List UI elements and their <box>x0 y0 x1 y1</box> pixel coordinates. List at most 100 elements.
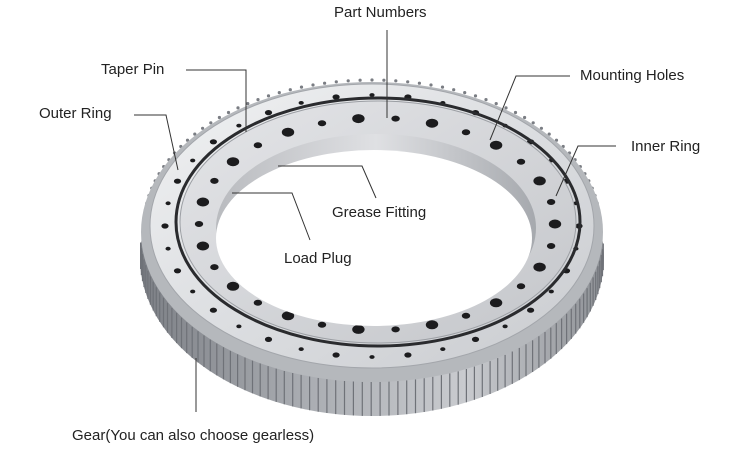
outer-mounting-hole <box>209 139 217 145</box>
label-taper-pin: Taper Pin <box>101 61 165 78</box>
gear-tooth-tip <box>382 78 386 82</box>
outer-mounting-hole <box>236 324 242 329</box>
outer-mounting-hole <box>264 110 273 116</box>
outer-mounting-hole <box>369 355 375 359</box>
inner-mounting-hole <box>489 298 503 308</box>
outer-mounting-hole <box>264 336 273 342</box>
outer-mounting-hole <box>404 352 412 358</box>
inner-mounting-hole <box>516 158 526 165</box>
outer-mounting-hole <box>440 347 446 351</box>
inner-mounting-hole <box>391 115 400 122</box>
gear-tooth-tip <box>547 132 551 136</box>
gear-tooth-tip <box>473 94 478 98</box>
gear-tooth-tip <box>358 78 362 82</box>
gear-tooth-tip <box>531 121 535 125</box>
inner-mounting-hole <box>461 129 471 136</box>
inner-mounting-hole <box>226 157 240 167</box>
gear-tooth-tip <box>209 121 213 125</box>
inner-mounting-hole <box>461 312 471 319</box>
outer-mounting-hole <box>161 223 169 229</box>
leader-outer-ring <box>134 114 179 171</box>
gear-tooth-tip <box>217 115 221 120</box>
gear-tooth-tip <box>266 94 271 98</box>
inner-mounting-hole <box>281 127 295 137</box>
gear-tooth-tip <box>452 88 456 92</box>
inner-mounting-hole <box>516 283 526 290</box>
gear-tooth-tip <box>539 126 544 130</box>
inner-mounting-hole <box>533 176 546 186</box>
inner-mounting-hole <box>210 177 219 184</box>
inner-mounting-hole <box>196 241 210 251</box>
gear-tooth-tip <box>288 88 292 92</box>
outer-mounting-hole <box>165 201 171 206</box>
label-outer-ring: Outer Ring <box>39 105 112 122</box>
label-inner-ring: Inner Ring <box>631 138 701 155</box>
inner-mounting-hole <box>196 197 210 207</box>
inner-mounting-hole <box>546 199 556 205</box>
gear-tooth-tip <box>346 79 350 83</box>
outer-mounting-hole <box>190 158 196 163</box>
leader-grease-fitting <box>278 165 377 199</box>
gear-tooth-tip <box>429 83 433 87</box>
gear-tooth-tip <box>523 115 527 120</box>
seal-groove <box>174 96 582 348</box>
gear-tooth-tip <box>554 138 559 142</box>
gear-tooth-tip <box>256 98 260 102</box>
inner-mounting-hole <box>391 326 400 333</box>
leader-lines <box>134 30 616 412</box>
gear-tooth-tip <box>323 81 327 85</box>
inner-mounting-hole <box>253 142 263 149</box>
gear-tooth-tip <box>484 98 488 102</box>
outer-ring-holes <box>161 93 583 359</box>
gear-tooth-tip <box>463 91 467 95</box>
leader-taper-pin <box>186 69 247 132</box>
inner-mounting-hole <box>317 321 327 328</box>
label-load-plug: Load Plug <box>284 250 352 267</box>
outer-mounting-hole <box>332 94 340 100</box>
label-part-numbers: Part Numbers <box>334 4 427 21</box>
inner-mounting-hole <box>194 221 204 227</box>
inner-mounting-hole <box>352 324 365 334</box>
outer-mounting-hole <box>502 324 508 329</box>
outer-mounting-hole <box>209 307 217 313</box>
gear-tooth-tip <box>277 91 281 95</box>
gear-tooth-tip <box>311 83 315 87</box>
outer-mounting-hole <box>369 93 375 97</box>
inner-mounting-hole <box>226 281 240 291</box>
outer-mounting-hole <box>332 352 340 358</box>
inner-ring-holes <box>194 114 562 334</box>
outer-mounting-hole <box>190 289 196 294</box>
gear-tooth-tip <box>494 102 498 106</box>
outer-mounting-hole <box>165 246 171 251</box>
gear-tooth-tip <box>504 106 508 110</box>
gear-tooth-tip <box>299 85 304 89</box>
inner-mounting-hole <box>253 299 263 306</box>
gear-tooth-tip <box>334 80 338 84</box>
leader-mounting-holes <box>489 75 570 141</box>
gear-tooth-tip <box>201 126 205 130</box>
inner-mounting-hole <box>533 262 546 272</box>
gear-tooth-tip <box>193 132 197 136</box>
inner-mounting-hole <box>548 219 562 229</box>
leader-inner-ring <box>555 145 616 197</box>
outer-mounting-hole <box>173 178 182 184</box>
inner-mounting-hole <box>489 140 503 150</box>
gear-tooth-tip <box>513 110 518 115</box>
leader-load-plug <box>232 192 311 241</box>
outer-mounting-hole <box>471 336 480 342</box>
gear-tooth-tip <box>417 81 421 85</box>
outer-mounting-hole <box>527 307 535 313</box>
inner-mounting-hole <box>210 264 219 271</box>
gear-tooth-tip <box>246 102 250 106</box>
label-grease-fitting: Grease Fitting <box>332 204 427 221</box>
gear-tooth-tip <box>236 106 240 110</box>
gear-tooth-tip <box>226 110 231 115</box>
gear-tooth-tip <box>370 78 374 82</box>
outer-mounting-hole <box>298 101 304 105</box>
inner-mounting-hole <box>317 120 327 127</box>
gear-tooth-tip <box>185 138 190 142</box>
label-mounting-holes: Mounting Holes <box>580 67 685 84</box>
inner-mounting-hole <box>546 243 556 249</box>
outer-mounting-hole <box>236 123 242 128</box>
